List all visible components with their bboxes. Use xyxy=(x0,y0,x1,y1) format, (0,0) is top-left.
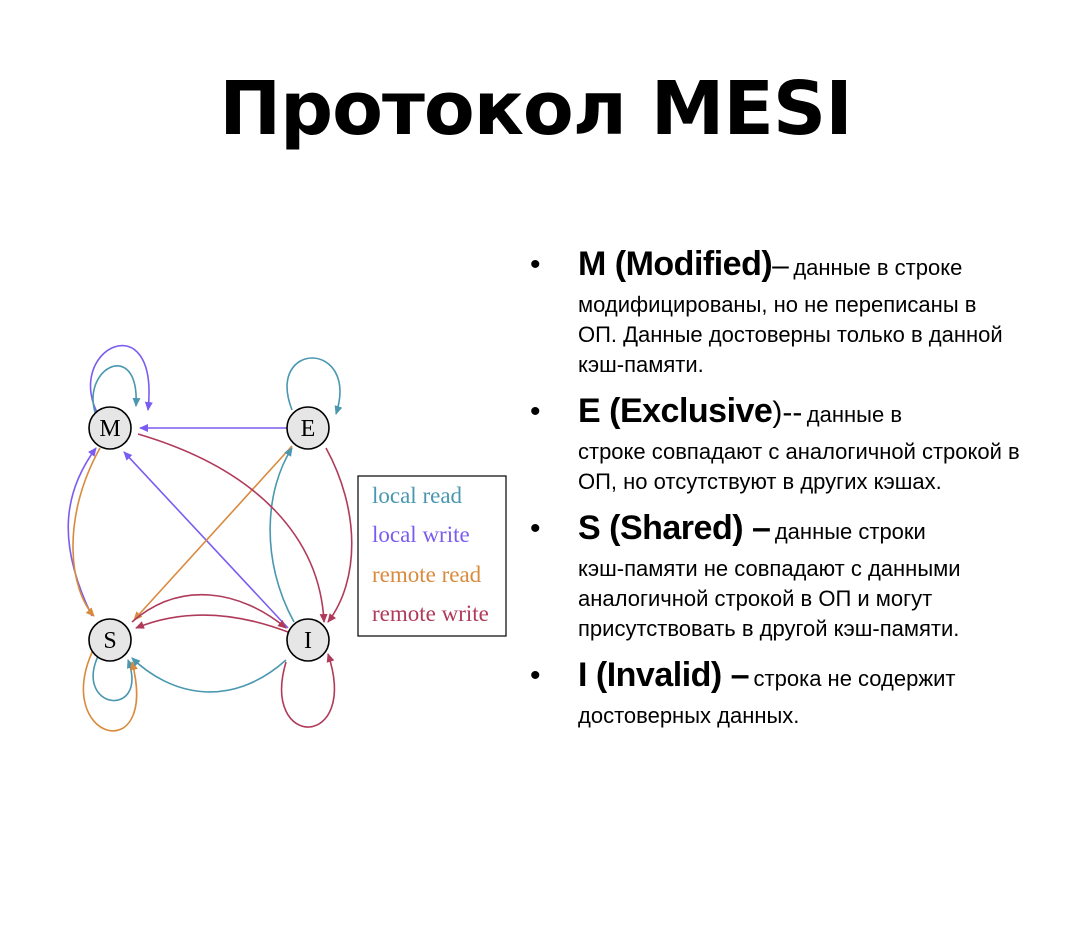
bullet-icon: • xyxy=(530,248,541,281)
page-title: Протокол MESI xyxy=(219,66,853,152)
state-desc: кэш-памяти не совпадают с данными аналог… xyxy=(578,556,961,641)
legend-remote-write: remote write xyxy=(372,601,489,626)
s-to-m-local-write xyxy=(67,447,97,617)
node-i: I xyxy=(286,618,330,662)
bullet-icon: • xyxy=(530,395,541,428)
m-self-loop-local-write xyxy=(89,344,153,419)
legend: local read local write remote read remot… xyxy=(357,475,507,637)
s-self-loop-local-read xyxy=(92,651,135,702)
node-i-label: I xyxy=(304,628,312,654)
state-separator: )-- xyxy=(772,396,803,429)
list-item-exclusive: • E (Exclusive)-- данные в строке совпад… xyxy=(530,392,1020,497)
list-item-shared: • S (Shared) – данные строки кэш-памяти … xyxy=(530,509,1020,644)
state-desc: модифицированы, но не переписаны в ОП. Д… xyxy=(578,292,1003,377)
legend-remote-read: remote read xyxy=(372,562,482,587)
state-list: • M (Modified)– данные в строке модифици… xyxy=(530,245,1020,743)
m-self-loop-local-read xyxy=(92,365,141,421)
state-desc-inline: данные в строке xyxy=(793,255,963,280)
node-s-label: S xyxy=(103,628,116,654)
legend-local-read: local read xyxy=(372,483,463,508)
mesi-state-diagram: M E S I local read local write remote re… xyxy=(60,310,520,770)
node-s: S xyxy=(88,618,132,662)
state-term: I (Invalid) – xyxy=(578,656,750,694)
s-to-i-remote-write xyxy=(131,593,287,629)
legend-local-write: local write xyxy=(372,522,470,547)
state-desc-inline: данные строки xyxy=(774,519,926,544)
e-self-loop-local-read xyxy=(286,357,343,415)
list-item-invalid: • I (Invalid) – строка не содержит досто… xyxy=(530,656,1020,731)
bullet-icon: • xyxy=(530,512,541,545)
state-desc: достоверных данных. xyxy=(578,703,800,728)
state-desc-inline: данные в xyxy=(806,402,902,427)
state-transition-graph: M E S I local read local write remote re… xyxy=(67,344,507,732)
state-desc: строке совпадают с аналогичной строкой в… xyxy=(578,439,1020,494)
s-self-loop-remote-read xyxy=(82,647,138,732)
i-to-s-remote-write xyxy=(135,614,289,633)
m-to-i-remote-write xyxy=(137,433,328,623)
node-e: E xyxy=(286,406,330,450)
state-term: S (Shared) – xyxy=(578,509,771,547)
list-item-modified: • M (Modified)– данные в строке модифици… xyxy=(530,245,1020,380)
node-m-label: M xyxy=(99,416,120,442)
bullet-icon: • xyxy=(530,659,541,692)
state-term: E (Exclusive xyxy=(578,392,773,430)
e-to-s-remote-read xyxy=(133,445,293,621)
i-to-e-local-read-arc xyxy=(269,447,295,623)
i-to-s-local-read xyxy=(131,657,287,693)
e-to-i-remote-write xyxy=(325,447,353,623)
state-term: M (Modified) xyxy=(578,245,773,283)
node-e-label: E xyxy=(301,416,316,442)
m-to-s-remote-read xyxy=(72,447,101,617)
state-separator: – xyxy=(772,249,789,282)
state-desc-inline: строка не содержит xyxy=(753,666,956,691)
node-m: M xyxy=(88,406,132,450)
i-self-loop-remote-write xyxy=(280,653,335,728)
